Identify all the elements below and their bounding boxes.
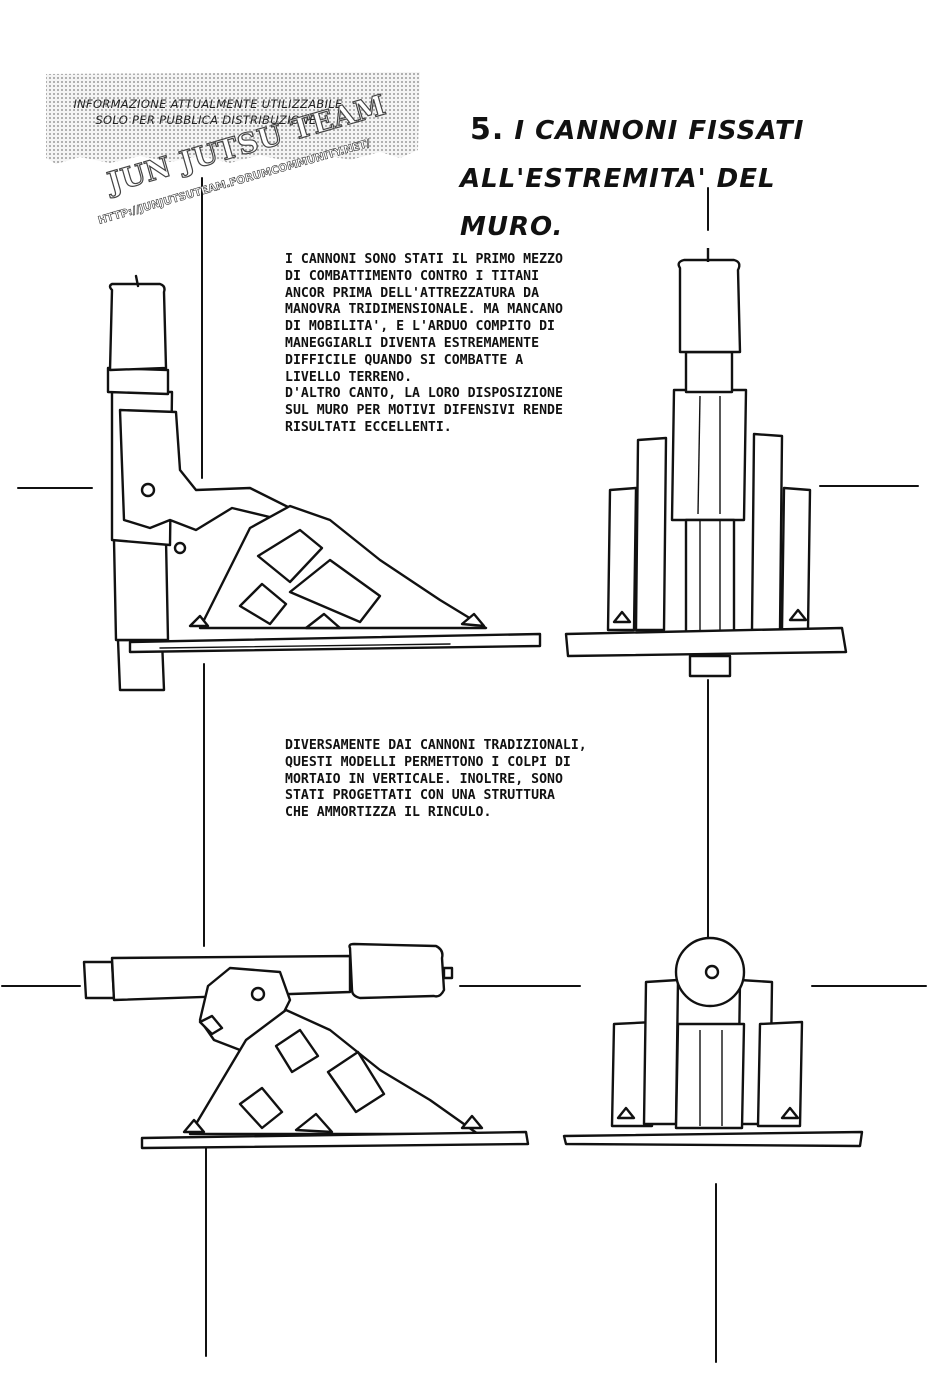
title-line-1: I CANNONI FISSATI	[514, 116, 805, 146]
text-line: I CANNONI SONO STATI IL PRIMO MEZZO	[285, 252, 563, 267]
notice-line: INFORMAZIONE ATTUALMENTE UTILIZZABILE	[73, 97, 343, 111]
text-line: QUESTI MODELLI PERMETTONO I COLPI DI	[285, 754, 571, 770]
text-line: MANEGGIARLI DIVENTA ESTREMAMENTE	[285, 335, 540, 351]
cannon-side-horizontal	[82, 942, 530, 1150]
text-line: DIFFICILE QUANDO SI COMBATTE A	[285, 352, 524, 368]
notice-text: INFORMAZIONE ATTUALMENTE UTILIZZABILE SO…	[58, 96, 358, 128]
cannon-side-vertical	[106, 274, 542, 692]
text-line: MANOVRA TRIDIMENSIONALE. MA MANCANO	[285, 302, 563, 318]
section-number: 5.	[470, 112, 505, 147]
cannon-front-horizontal	[562, 936, 864, 1148]
notice-line: SOLO PER PUBBLICA DISTRIBUZIONE.	[95, 113, 321, 127]
text-line: DI MOBILITA', E L'ARDUO COMPITO DI	[285, 319, 555, 335]
notice-tone-box	[46, 72, 420, 164]
text-line: ANCOR PRIMA DELL'ATTREZZATURA DA	[285, 285, 540, 301]
text-line: MORTAIO IN VERTICALE. INOLTRE, SONO	[285, 771, 563, 787]
text-line: RISULTATI ECCELLENTI.	[285, 419, 452, 435]
cannon-front-vertical	[564, 248, 848, 678]
text-line: DI COMBATTIMENTO CONTRO I TITANI	[285, 268, 540, 284]
text-line: LIVELLO TERRENO.	[285, 369, 413, 385]
text-line: DIVERSAMENTE DAI CANNONI TRADIZIONALI,	[285, 738, 587, 753]
guide-lines	[1, 177, 927, 1363]
paragraph-2: DIVERSAMENTE DAI CANNONI TRADIZIONALI, Q…	[285, 738, 587, 822]
text-line: SUL MURO PER MOTIVI DIFENSIVI RENDE	[285, 403, 563, 419]
text-line: STATI PROGETTATI CON UNA STRUTTURA	[285, 788, 555, 804]
section-title: 5. I CANNONI FISSATI ALL'ESTREMITA' DEL …	[460, 106, 860, 251]
text-line: D'ALTRO CANTO, LA LORO DISPOSIZIONE	[285, 386, 563, 402]
title-line-2: ALL'ESTREMITA' DEL MURO.	[460, 164, 776, 242]
text-line: CHE AMMORTIZZA IL RINCULO.	[285, 805, 492, 821]
paragraph-1: I CANNONI SONO STATI IL PRIMO MEZZO DI C…	[285, 252, 563, 437]
